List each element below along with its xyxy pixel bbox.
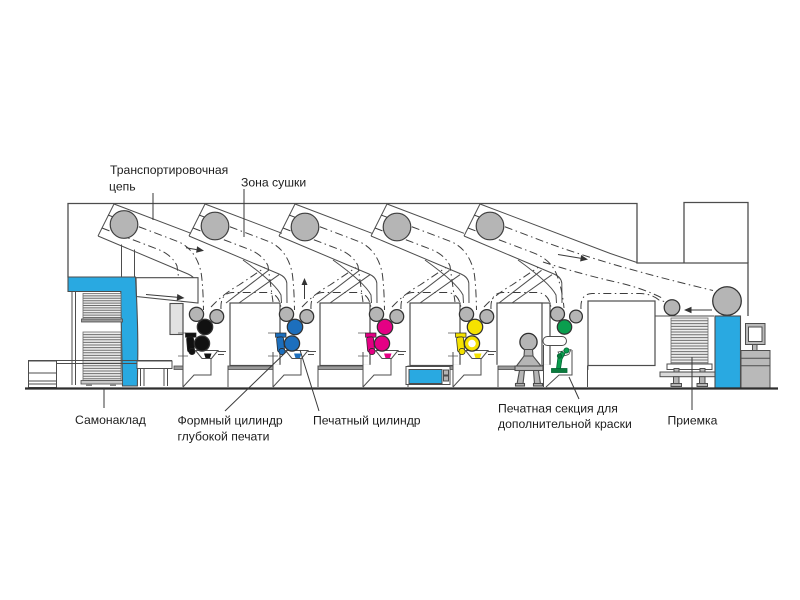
svg-text:Формный цилиндр: Формный цилиндр [178, 414, 283, 428]
svg-text:Приемка: Приемка [668, 414, 718, 428]
svg-text:Печатный цилиндр: Печатный цилиндр [313, 414, 421, 428]
svg-text:дополнительной краски: дополнительной краски [498, 417, 632, 431]
svg-text:Зона сушки: Зона сушки [241, 176, 306, 190]
svg-text:Самонаклад: Самонаклад [75, 413, 146, 427]
svg-text:Транспортировочная: Транспортировочная [110, 163, 228, 177]
svg-text:Печатная секция для: Печатная секция для [498, 402, 618, 416]
svg-text:цепь: цепь [109, 180, 136, 194]
svg-text:глубокой печати: глубокой печати [178, 430, 270, 444]
